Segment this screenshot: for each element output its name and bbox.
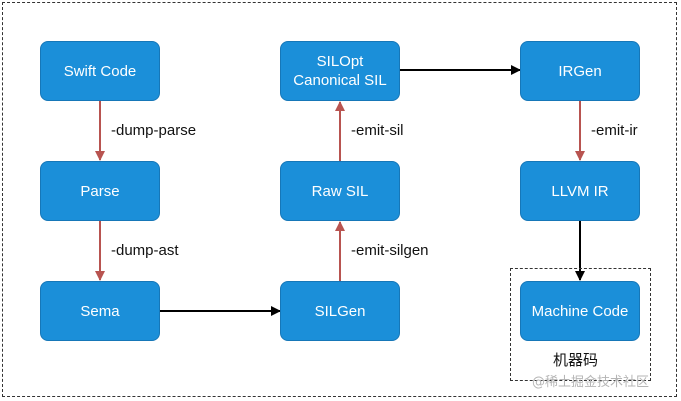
label-emit-silgen: -emit-silgen (351, 242, 429, 259)
node-silopt[interactable]: SILOpt Canonical SIL (280, 41, 400, 101)
machine-code-group (510, 268, 651, 381)
node-llvm-ir[interactable]: LLVM IR (520, 161, 640, 221)
label-emit-sil: -emit-sil (351, 122, 404, 139)
node-sema[interactable]: Sema (40, 281, 160, 341)
label-dump-ast: -dump-ast (111, 242, 179, 259)
node-irgen[interactable]: IRGen (520, 41, 640, 101)
machine-code-group-label: 机器码 (553, 351, 599, 369)
node-machine-code[interactable]: Machine Code (520, 281, 640, 341)
watermark: @稀土掘金技术社区 (532, 375, 650, 390)
node-raw-sil[interactable]: Raw SIL (280, 161, 400, 221)
node-swift-code[interactable]: Swift Code (40, 41, 160, 101)
node-silgen[interactable]: SILGen (280, 281, 400, 341)
label-dump-parse: -dump-parse (111, 122, 197, 139)
label-emit-ir: -emit-ir (591, 122, 638, 139)
node-parse[interactable]: Parse (40, 161, 160, 221)
outer-frame (2, 2, 677, 397)
